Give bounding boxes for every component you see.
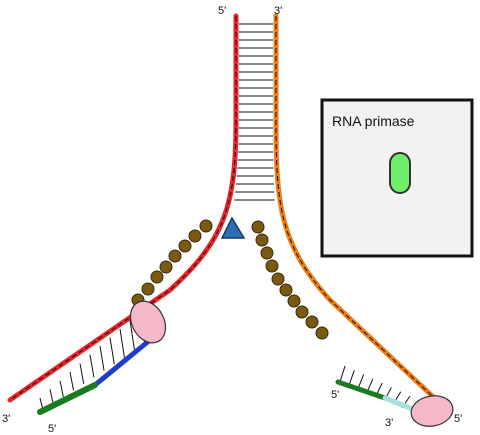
- legend-primase-swatch: [389, 152, 411, 194]
- parent-strand-red-dashes: [9, 16, 237, 401]
- label-bottom-right-3prime: 3': [385, 417, 393, 429]
- parent-strand-orange-dashes: [275, 16, 446, 409]
- label-bottom-left-5prime: 5': [48, 423, 56, 435]
- label-bottom-left-3prime: 3': [2, 413, 10, 425]
- okazaki-fragment-blue: [92, 337, 153, 388]
- ssb-proteins-left: [131, 219, 213, 307]
- base-pair-rung: [339, 365, 346, 383]
- base-pair-rung: [89, 354, 95, 378]
- ssb-protein: [260, 246, 274, 260]
- ssb-protein: [315, 326, 329, 340]
- legend-title: RNA primase: [332, 113, 415, 129]
- base-pair-rung: [109, 337, 115, 365]
- base-pair-rung: [119, 328, 125, 358]
- base-pair-rung: [348, 370, 355, 386]
- rna-primer-right: [335, 379, 388, 401]
- label-bottom-right-5prime: 5': [454, 413, 462, 425]
- rna-primer-left: [37, 382, 98, 415]
- ssb-protein: [255, 233, 269, 247]
- parent-strand-red: [7, 13, 239, 403]
- ssb-protein: [159, 260, 173, 274]
- label-right-primer-5prime: 5': [331, 389, 339, 401]
- base-pair-rung: [129, 320, 136, 352]
- ssb-protein: [141, 282, 155, 296]
- ssb-protein: [188, 229, 202, 243]
- base-pair-rung: [69, 371, 75, 391]
- ssb-protein: [295, 305, 309, 319]
- ssb-protein: [251, 220, 265, 234]
- ssb-protein: [265, 259, 279, 273]
- ssb-protein: [199, 219, 213, 233]
- base-pair-rung: [79, 363, 85, 384]
- ssb-protein: [168, 249, 182, 263]
- polymerase-right: [410, 395, 454, 427]
- ssb-protein: [287, 294, 301, 308]
- base-pair-rung: [49, 389, 54, 404]
- base-pair-rung: [59, 380, 64, 398]
- label-top-5prime: 5': [218, 5, 226, 17]
- ssb-proteins-right: [251, 220, 329, 340]
- base-pair-rungs-upper: [234, 23, 275, 201]
- ssb-protein: [279, 283, 293, 297]
- label-top-3prime: 3': [274, 5, 282, 17]
- helicase-icon: [220, 216, 246, 239]
- base-pair-rung: [99, 346, 105, 371]
- ssb-protein: [305, 315, 319, 329]
- ssb-protein: [150, 270, 164, 284]
- ssb-protein: [271, 272, 285, 286]
- ssb-protein: [178, 239, 192, 253]
- polymerase-left: [129, 300, 167, 344]
